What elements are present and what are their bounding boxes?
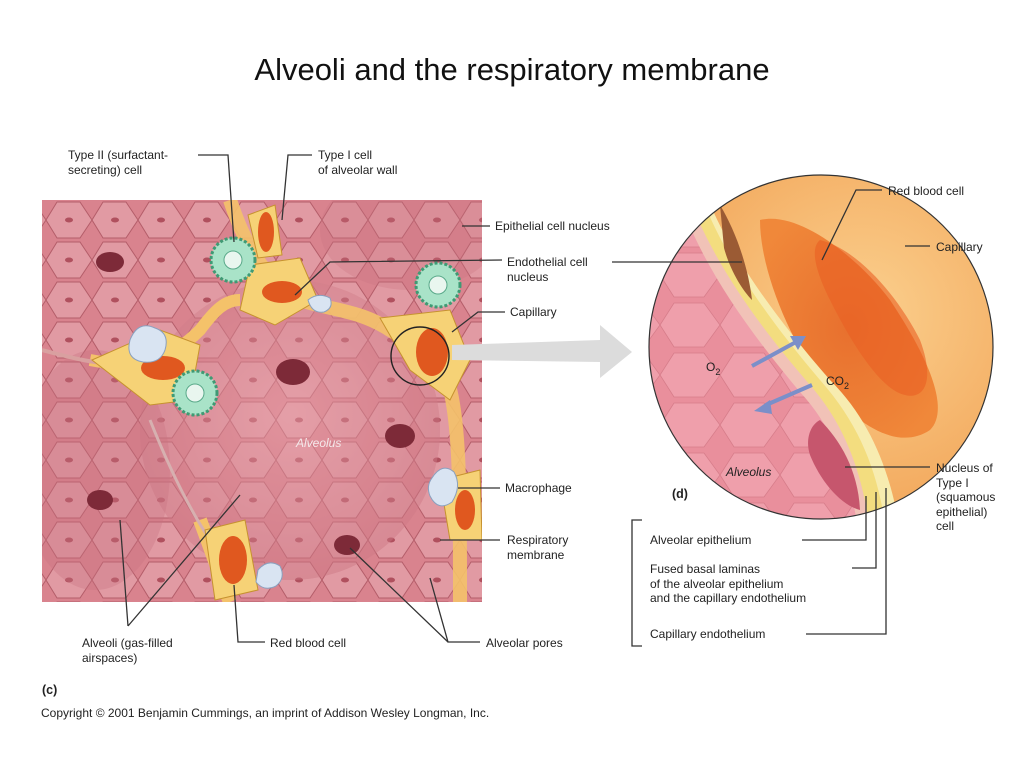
label-alveoli: Alveoli (gas-filled airspaces) [82, 636, 173, 665]
label-capillary-c: Capillary [510, 305, 557, 319]
panel-c-tag: (c) [42, 683, 58, 697]
alveolar-sac-illustration [42, 200, 482, 602]
label-fused-basal-laminas: Fused basal laminas of the alveolar epit… [650, 562, 807, 605]
label-alveolus-d: Alveolus [726, 465, 772, 479]
label-endothelial-cell-nucleus: Endothelial cell nucleus [507, 255, 588, 284]
label-type-i-cell: Type I cell of alveolar wall [318, 148, 398, 177]
type-ii-cell [171, 236, 462, 417]
label-alveolar-pores: Alveolar pores [486, 636, 563, 650]
label-respiratory-membrane: Respiratory membrane [507, 533, 569, 562]
closeup-border [648, 174, 994, 520]
leader-lines-c [119, 154, 505, 643]
label-type-ii-cell: Type II (surfactant- secreting) cell [68, 148, 169, 177]
capillary-cross-section [91, 204, 482, 601]
label-epithelial-cell-nucleus: Epithelial cell nucleus [495, 219, 610, 233]
label-macrophage: Macrophage [505, 481, 572, 495]
label-alveolar-epithelium: Alveolar epithelium [650, 533, 752, 547]
magnify-arrow [452, 325, 632, 378]
label-capillary-endothelium: Capillary endothelium [650, 627, 766, 641]
o2-arrow [751, 336, 806, 368]
label-alveolus-c: Alveolus [296, 436, 342, 450]
leader-lines-d [612, 189, 930, 647]
alveolar-pore [87, 252, 415, 555]
panel-d-tag: (d) [672, 487, 688, 501]
label-red-blood-cell-d: Red blood cell [888, 184, 965, 198]
page-title: Alveoli and the respiratory membrane [254, 52, 770, 87]
copyright-notice: Copyright © 2001 Benjamin Cummings, an i… [41, 706, 490, 720]
macrophage [128, 294, 458, 589]
label-capillary-d: Capillary [936, 240, 983, 254]
respiratory-membrane-closeup [649, 175, 993, 519]
label-co2: CO2 [826, 374, 850, 391]
label-nucleus-type-i: Nucleus of Type I (squamous epithelial) … [936, 461, 996, 533]
magnify-circle [390, 326, 450, 386]
label-red-blood-cell-c: Red blood cell [270, 636, 347, 650]
co2-arrow [754, 383, 813, 414]
label-o2: O2 [706, 360, 721, 377]
